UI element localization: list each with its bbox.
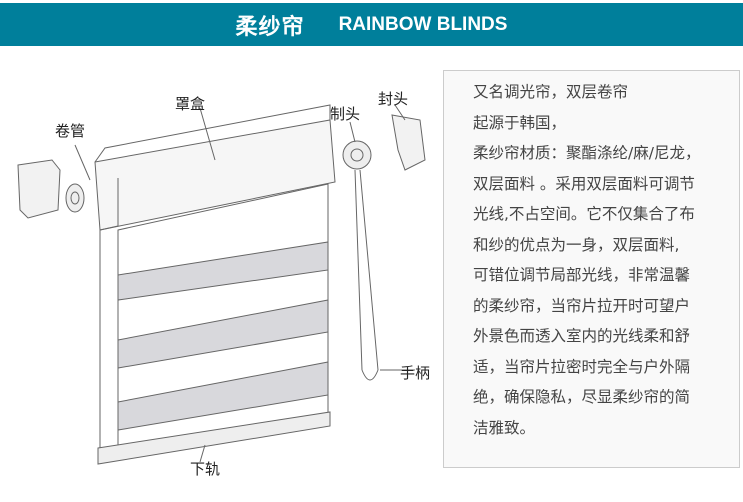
label-bottom-rail: 下轨	[190, 460, 221, 478]
handle	[361, 369, 379, 381]
page-header: 柔纱帘 RAINBOW BLINDS	[0, 3, 743, 46]
label-end-cap: 封头	[378, 90, 409, 108]
description-line: 适，当帘片拉密时完全与户外隔	[473, 357, 691, 376]
blind-diagram	[17, 104, 426, 465]
description-line: 起源于韩国，	[473, 113, 567, 132]
chain	[354, 169, 379, 371]
description-line: 绝，确保隐私，尽显柔纱帘的简	[473, 388, 691, 406]
description-line: 可错位调节局部光线，非常温馨	[473, 266, 691, 284]
cassette	[94, 119, 336, 231]
description-box: 又名调光帘，双层卷帘 起源于韩国， 柔纱帘材质：聚酯涤纶/麻/尼龙， 双层面料 …	[443, 70, 740, 468]
description-line: 外景色而透入室内的光线柔和舒	[473, 327, 691, 345]
description-line: 的柔纱帘，当帘片拉开时可望户	[473, 296, 691, 315]
description-line: 又名调光帘，双层卷帘	[473, 83, 629, 101]
description-line: 和纱的优点为一身，双层面料,	[473, 235, 680, 254]
end-cap-left	[17, 159, 61, 219]
description-line: 洁雅致。	[473, 418, 536, 437]
label-control-head: 制头	[330, 105, 361, 123]
label-roller-tube: 卷管	[55, 122, 86, 140]
end-cap-right	[391, 114, 426, 171]
description-line: 双层面料 。采用双层面料可调节	[473, 174, 695, 193]
label-handle: 手柄	[400, 364, 431, 382]
bottom-rail	[97, 411, 331, 465]
roller-tube-end	[65, 183, 85, 213]
control-head	[342, 140, 372, 170]
description-line: 柔纱帘材质：聚酯涤纶/麻/尼龙，	[473, 144, 701, 162]
description-line: 光线,不占空间。它不仅集合了布	[473, 205, 695, 223]
label-cassette: 罩盒	[175, 95, 206, 113]
title-cn: 柔纱帘	[235, 14, 305, 40]
title-en: RAINBOW BLINDS	[338, 13, 508, 35]
